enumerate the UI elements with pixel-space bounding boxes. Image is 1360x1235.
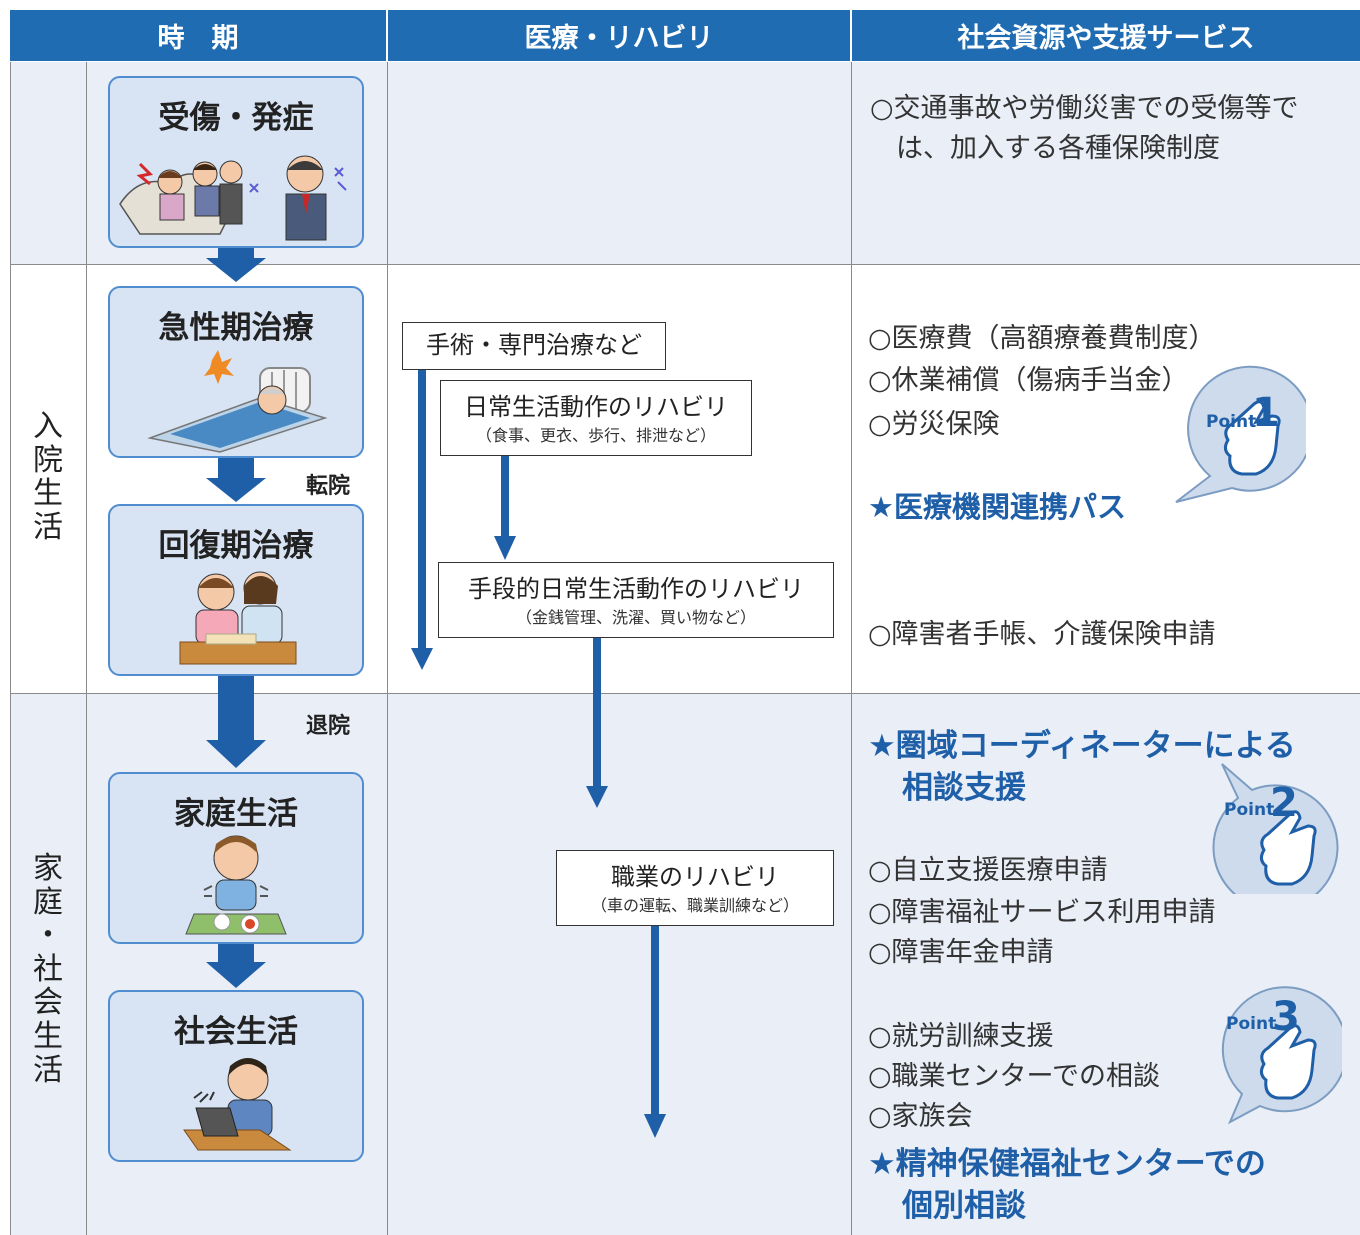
discharge-label: 退院 bbox=[306, 714, 351, 739]
period-char: ・ bbox=[33, 918, 63, 954]
transfer-label: 転院 bbox=[306, 474, 351, 499]
resource-vocational-center: ○職業センターでの相談 bbox=[868, 1061, 1160, 1092]
pointing-hand-icon bbox=[1212, 763, 1339, 894]
period-label-inpatient: 入 院 生 活 bbox=[30, 410, 66, 544]
resource-insurance-line2: は、加入する各種保険制度 bbox=[896, 133, 1220, 164]
period-char: 社 bbox=[33, 951, 63, 987]
stage-title: 社会生活 bbox=[174, 1014, 298, 1050]
rehab-box-text: 手術・専門治療など bbox=[426, 331, 642, 359]
rehab-box-vocational: 職業のリハビリ （車の運転、職業訓練など） bbox=[556, 850, 834, 926]
rehab-box-subtext: （金銭管理、洗濯、買い物など） bbox=[515, 608, 756, 627]
rehab-box-text: 職業のリハビリ bbox=[611, 863, 779, 891]
point-bubble-1: Point 1 bbox=[1172, 364, 1306, 508]
period-char: 生 bbox=[33, 476, 63, 512]
stage-acute-treatment: 急性期治療 bbox=[108, 286, 364, 458]
computer-work-illustration bbox=[183, 1058, 292, 1151]
stage-home-life: 家庭生活 bbox=[108, 772, 364, 944]
point-number: 1 bbox=[1252, 390, 1280, 436]
rehab-box-text: 日常生活動作のリハビリ bbox=[464, 393, 728, 421]
point-bubble-2: Point 2 bbox=[1208, 760, 1342, 894]
period-char: 会 bbox=[33, 985, 63, 1021]
resource-family-association: ○家族会 bbox=[868, 1101, 973, 1132]
period-char: 入 bbox=[33, 409, 63, 444]
point-word: Point bbox=[1226, 1014, 1277, 1034]
resource-medical-cost: ○医療費（高額療養費制度） bbox=[868, 323, 1216, 354]
accident-illustration bbox=[119, 155, 347, 241]
point-word: Point bbox=[1224, 800, 1275, 820]
rehab-box-subtext: （食事、更衣、歩行、排泄など） bbox=[475, 426, 716, 445]
pointing-hand-icon bbox=[1221, 986, 1342, 1125]
grid-line bbox=[10, 693, 1360, 694]
resource-coordinator-line2: 相談支援 bbox=[902, 770, 1026, 806]
resource-employment-training: ○就労訓練支援 bbox=[868, 1021, 1054, 1052]
point-word: Point bbox=[1206, 412, 1257, 432]
point-bubble-3: Point 3 bbox=[1208, 986, 1342, 1126]
resource-disability-pension: ○障害年金申請 bbox=[868, 937, 1054, 968]
header-medical-rehab: 医療・リハビリ bbox=[388, 10, 850, 61]
home-meal-illustration bbox=[185, 835, 287, 935]
grid-line bbox=[10, 264, 1360, 265]
grid-line bbox=[851, 62, 852, 1235]
stage-title: 急性期治療 bbox=[158, 310, 314, 346]
resource-welfare-services: ○障害福祉サービス利用申請 bbox=[868, 897, 1216, 928]
period-label-home-social: 家 庭 ・ 社 会 生 活 bbox=[30, 852, 66, 1087]
resource-disability-handbook: ○障害者手帳、介護保険申請 bbox=[868, 619, 1216, 650]
point-number: 3 bbox=[1272, 994, 1300, 1040]
resource-mental-health-line2: 個別相談 bbox=[902, 1188, 1026, 1224]
period-char: 庭 bbox=[33, 884, 63, 920]
resource-workers-insurance: ○労災保険 bbox=[868, 409, 1000, 440]
hospital-bed-illustration bbox=[147, 350, 328, 453]
rehab-box-adl: 日常生活動作のリハビリ （食事、更衣、歩行、排泄など） bbox=[440, 380, 752, 456]
period-char: 生 bbox=[33, 1018, 63, 1054]
grid-line bbox=[387, 62, 388, 1235]
rehab-box-subtext: （車の運転、職業訓練など） bbox=[590, 896, 799, 915]
resource-mental-health-line1: ★精神保健福祉センターでの bbox=[868, 1146, 1266, 1182]
stage-injury: 受傷・発症 bbox=[108, 76, 364, 248]
resource-coordinator-line1: ★圏域コーディネーターによる bbox=[868, 728, 1296, 764]
period-char: 家 bbox=[33, 851, 63, 886]
resource-insurance-line1: ○交通事故や労働災害での受傷等で bbox=[870, 93, 1299, 124]
period-char: 活 bbox=[33, 509, 63, 545]
header-period: 時 期 bbox=[10, 10, 386, 61]
period-char: 活 bbox=[33, 1052, 63, 1088]
grid-line bbox=[10, 62, 11, 1235]
rehab-session-illustration bbox=[179, 571, 297, 665]
header-social-resources: 社会資源や支援サービス bbox=[852, 10, 1360, 61]
rehab-box-iadl: 手段的日常生活動作のリハビリ （金銭管理、洗濯、買い物など） bbox=[438, 562, 834, 638]
resource-independence-medical: ○自立支援医療申請 bbox=[868, 855, 1108, 886]
resource-leave-compensation: ○休業補償（傷病手当金） bbox=[868, 365, 1189, 396]
resource-care-pathway: ★医療機関連携パス bbox=[868, 490, 1126, 524]
stage-title: 回復期治療 bbox=[158, 528, 314, 564]
rehab-box-surgery: 手術・専門治療など bbox=[402, 322, 666, 370]
stage-recovery-treatment: 回復期治療 bbox=[108, 504, 364, 676]
period-char: 院 bbox=[33, 442, 63, 478]
rehab-box-text: 手段的日常生活動作のリハビリ bbox=[468, 575, 804, 603]
stage-title: 家庭生活 bbox=[174, 796, 298, 832]
stage-social-life: 社会生活 bbox=[108, 990, 364, 1162]
point-number: 2 bbox=[1270, 780, 1298, 826]
pointing-hand-icon bbox=[1175, 365, 1306, 503]
stage-title: 受傷・発症 bbox=[158, 100, 314, 136]
grid-line bbox=[86, 62, 87, 1235]
